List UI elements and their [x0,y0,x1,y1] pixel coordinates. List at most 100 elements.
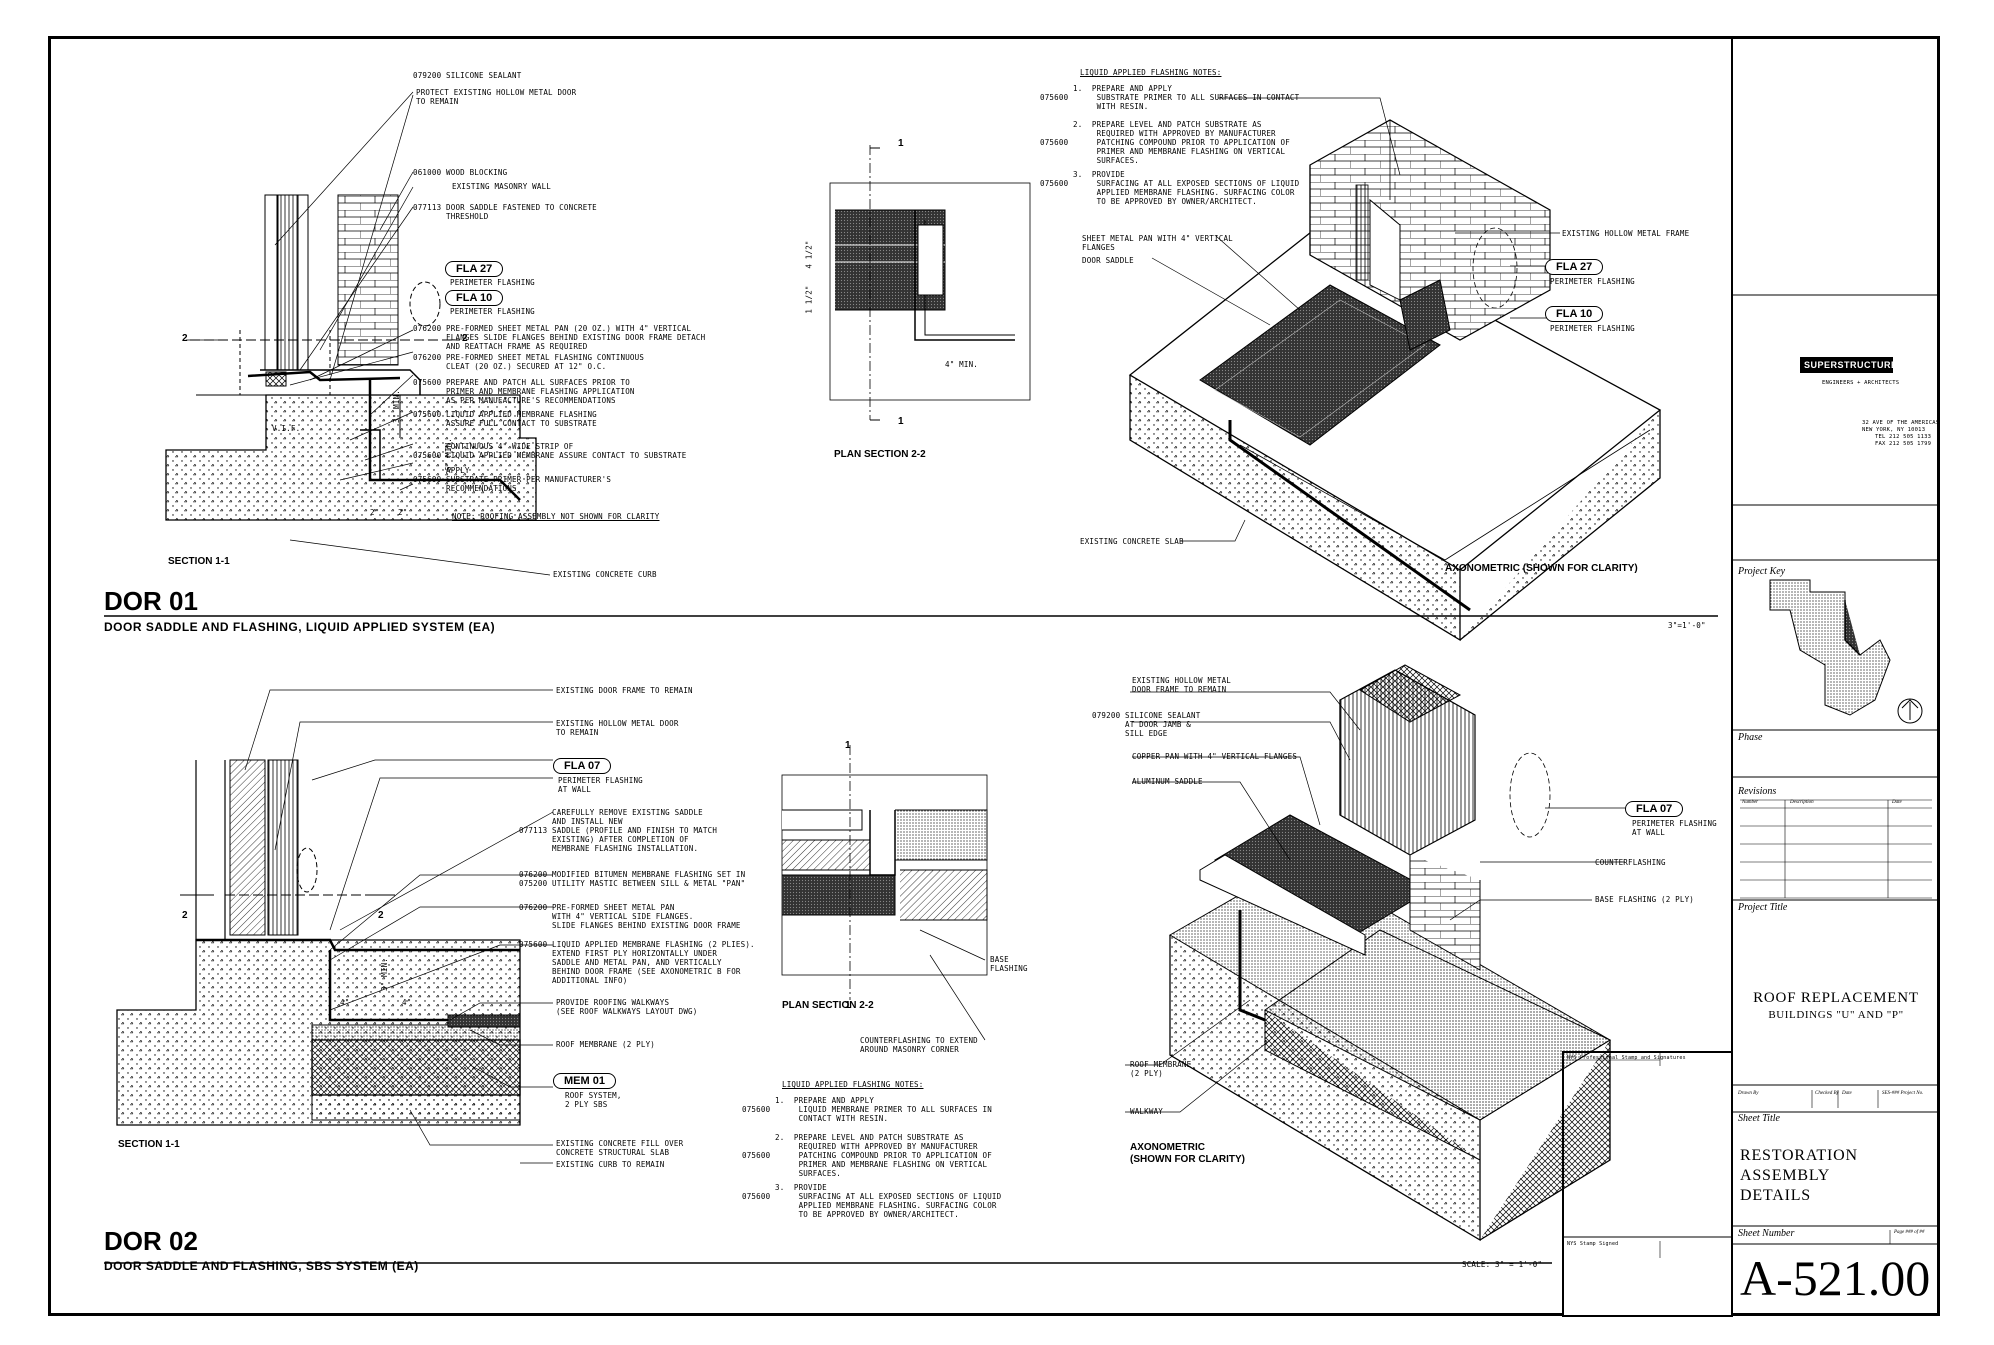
d2-callout-base: BASE FLASHING [990,955,1028,973]
dor02-title: DOOR SADDLE AND FLASHING, SBS SYSTEM (EA… [104,1259,419,1273]
axon2-walkway: WALKWAY [1130,1107,1164,1116]
dor02-section-caption: SECTION 1-1 [118,1139,180,1150]
drawing-sheet [48,36,1940,1316]
sheet-title: RESTORATION ASSEMBLY DETAILS [1740,1146,1858,1206]
axon2-tag-fla07-desc: PERIMETER FLASHING AT WALL [1632,819,1717,837]
d2-dim-4b: 4" [402,998,412,1007]
seal-label-2: NYS Stamp Signed [1567,1241,1619,1247]
sheet-title-line-2: ASSEMBLY [1740,1167,1831,1184]
dim-1-1-2: 1 1/2" [804,285,814,314]
axon2-membrane: ROOF MEMBRANE (2 PLY) [1130,1060,1192,1078]
axon1-pan: SHEET METAL PAN WITH 4" VERTICAL FLANGES [1082,234,1233,252]
dor01-plan-caption: PLAN SECTION 2-2 [834,449,926,460]
dor02-axon-caption: AXONOMETRIC (SHOWN FOR CLARITY) [1130,1142,1245,1165]
project-title-label: Project Title [1738,902,1788,913]
section-marker-left: 2 [182,333,188,344]
tag-fla27: FLA 27 [445,261,504,277]
d2-callout-saddle: CAREFULLY REMOVE EXISTING SADDLE AND INS… [519,808,718,853]
firm-address-4: FAX 212 505 1799 [1875,441,1932,447]
axon2-copper: COPPER PAN WITH 4" VERTICAL FLANGES [1132,752,1298,761]
dor02-plan [781,745,988,1000]
dor01-notes-title: LIQUID APPLIED FLASHING NOTES: [1080,68,1222,77]
axon1-tag-fla27: FLA 27 [1545,259,1604,275]
dor01-section [165,194,537,521]
d2-callout-fill: EXISTING CONCRETE FILL OVER CONCRETE STR… [556,1139,684,1157]
dim-4-1-2: 4 1/2" [804,240,814,269]
dor02-scale: SCALE: 3" = 1'-0" [1462,1260,1543,1269]
revisions-label: Revisions [1738,786,1777,797]
callout-masonry: EXISTING MASONRY WALL [452,182,552,191]
axon1-saddle: DOOR SADDLE [1082,256,1134,265]
project-key-plan [1769,579,1923,724]
callout-blocking: 061000 WOOD BLOCKING [413,168,508,177]
dor01-plan [829,145,1031,421]
tag-fla10: FLA 10 [445,290,504,306]
axon1-tag-fla27-desc: PERIMETER FLASHING [1550,277,1635,286]
project-subtitle: BUILDINGS "U" AND "P" [1768,1009,1904,1021]
sheet-number: A-521.00 [1740,1250,1931,1306]
project-no: SES-### Project No. [1882,1091,1924,1096]
d2-plan-marker-top: 1 [845,740,851,751]
dor01-note-2: 2. PREPARE LEVEL AND PATCH SUBSTRATE AS … [1040,120,1290,165]
axon1-frame: EXISTING HOLLOW METAL FRAME [1562,229,1690,238]
page-label: Page ### of ## [1894,1230,1925,1235]
plan-marker-bottom: 1 [898,416,904,427]
d2-dim-3min: 3" MIN. [380,957,390,992]
dor02-note-1: 1. PREPARE AND APPLY 075600 LIQUID MEMBR… [742,1096,992,1123]
firm-sub: ENGINEERS + ARCHITECTS [1822,380,1900,386]
dor02-note-3: 3. PROVIDE 075600 SURFACING AT ALL EXPOS… [742,1183,1002,1219]
firm-name: SUPERSTRUCTURES [1800,357,1893,373]
sheet-title-line-3: DETAILS [1740,1187,1811,1204]
d2-marker-left: 2 [182,910,188,921]
d2-marker-right: 2 [378,910,384,921]
callout-membrane: 075600 LIQUID APPLIED MEMBRANE FLASHING … [413,410,597,428]
date-label: Date [1842,1091,1852,1096]
d2-tag-mem01-desc: ROOF SYSTEM, 2 PLY SBS [565,1091,622,1109]
axon2-tag-fla07: FLA 07 [1625,801,1684,817]
sheet-title-label: Sheet Title [1738,1113,1780,1124]
callout-pan: 076200 PRE-FORMED SHEET METAL PAN (20 oz… [413,324,706,351]
drawn-by: Drawn By [1738,1091,1759,1096]
dor01-section-caption: SECTION 1-1 [168,556,230,567]
project-key-label: Project Key [1738,566,1786,577]
callout-curb: EXISTING CONCRETE CURB [553,570,657,579]
d2-callout-frame: EXISTING DOOR FRAME TO REMAIN [556,686,693,695]
axon2-counter: COUNTERFLASHING [1595,858,1666,867]
dim-4min: 4" MIN. [945,360,979,369]
axon1-slab: EXISTING CONCRETE SLAB [1080,537,1184,546]
d2-callout-mod: 076200 MODIFIED BITUMEN MEMBRANE FLASHIN… [519,870,746,888]
rev-col-number: Number [1742,800,1759,805]
d2-callout-liquid: 075600 LIQUID APPLIED MEMBRANE FLASHING … [519,940,755,985]
dim-6min: 6" MIN. [444,437,454,472]
note-roofing: NOTE: ROOFING ASSEMBLY NOT SHOWN FOR CLA… [452,512,660,521]
d2-tag-fla07-desc: PERIMETER FLASHING AT WALL [558,776,643,794]
dor02-axon [1169,664,1612,1242]
dor01-axon-caption: AXONOMETRIC (SHOWN FOR CLARITY) [1445,563,1638,574]
axon1-tag-fla10-desc: PERIMETER FLASHING [1550,324,1635,333]
firm-address-3: TEL 212 505 1133 [1875,434,1932,440]
dim-2a: 2" [370,508,380,517]
sheet-number-label: Sheet Number [1738,1228,1795,1239]
axon2-sealant: 079200 SILICONE SEALANT AT DOOR JAMB & S… [1092,711,1201,738]
dor02-plan-caption: PLAN SECTION 2-2 [782,1000,874,1011]
project-title: ROOF REPLACEMENT [1753,990,1919,1006]
d2-callout-walkway: PROVIDE ROOFING WALKWAYS (SEE ROOF WALKW… [556,998,698,1016]
dor02-number: DOR 02 [104,1226,198,1256]
dor01-number: DOR 01 [104,586,198,616]
seal-label-1: NYS Professional Stamp and Signatures [1567,1055,1686,1061]
dor01-note-1: 1. PREPARE AND APPLY 075600 SUBSTRATE PR… [1040,84,1300,111]
dor01-scale: 3"=1'-0" [1668,621,1706,630]
dor02-note-2: 2. PREPARE LEVEL AND PATCH SUBSTRATE AS … [742,1133,992,1178]
d2-plan-marker-bottom: 1 [845,1000,851,1011]
callout-sealant: 079200 SILICONE SEALANT [413,71,522,80]
d2-callout-membrane: ROOF MEMBRANE (2 PLY) [556,1040,656,1049]
d2-dim-4a: 4" [340,998,350,1007]
dor01-title: DOOR SADDLE AND FLASHING, LIQUID APPLIED… [104,620,496,634]
sheet-title-line-1: RESTORATION [1740,1147,1858,1164]
dor02-section [116,759,521,1126]
phase-label: Phase [1738,732,1763,743]
callout-cleat: 076200 PRE-FORMED SHEET METAL FLASHING C… [413,353,645,371]
d2-callout-curb: EXISTING CURB TO REMAIN [556,1160,665,1169]
tag-fla10-desc: PERIMETER FLASHING [450,307,535,316]
